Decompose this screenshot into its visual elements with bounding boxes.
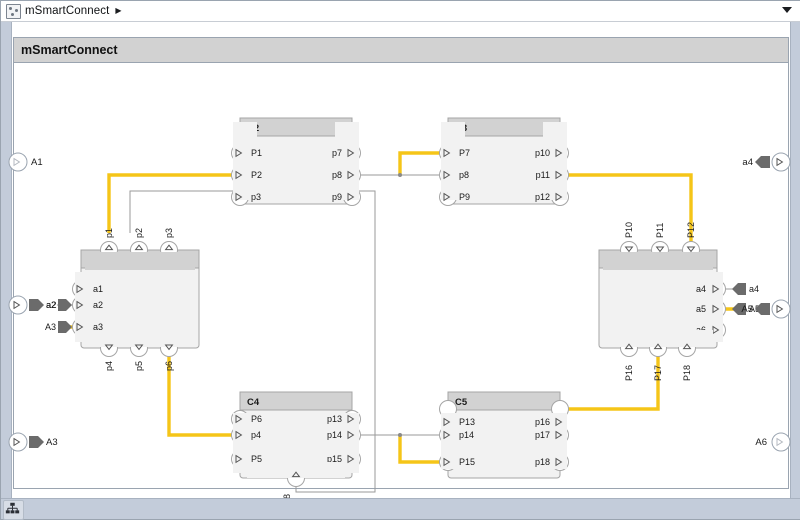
block-C5-label: C5 [455, 397, 468, 408]
connector-arrow-c6-a5[interactable] [732, 303, 746, 315]
connector-label-c6-a5: A5 [749, 304, 760, 314]
port-label-C1-p6: p6 [164, 361, 174, 371]
wire-c2p9-c4bottom[interactable] [295, 190, 376, 493]
wire-c1p1-c2P2[interactable] [107, 173, 240, 233]
edge-port-A3[interactable] [8, 432, 28, 452]
system-title-label: mSmartConnect [21, 43, 118, 57]
wire-c3p11-c6P12[interactable] [560, 173, 693, 250]
edge-connector-arrow-A5[interactable] [755, 303, 770, 315]
connector-label-c6-a4: a4 [749, 284, 759, 294]
wire-c2p8-c3P7[interactable] [398, 151, 448, 175]
block-C5[interactable]: C5 P13 p14 P15 p16 p17 p [439, 391, 569, 479]
port-label-C1-a1: a1 [93, 284, 103, 294]
right-port-gutter [790, 22, 800, 499]
port-label-C6-a5: a5 [696, 304, 706, 314]
port-label-C2-p3: p3 [251, 192, 261, 202]
edge-port-A3-label: A3 [46, 437, 58, 448]
port-label-C3-p8: p8 [459, 170, 469, 180]
wire-c1p6-c4p4[interactable] [167, 348, 240, 437]
port-label-C6-P10: P10 [624, 222, 634, 238]
breadcrumb-separator-icon: ▶ [115, 6, 122, 15]
edge-port-A5[interactable] [771, 299, 791, 319]
port-label-C2-p9: p9 [332, 192, 342, 202]
wire-junction [398, 173, 402, 177]
port-label-C1-p4: p4 [104, 361, 114, 371]
port-label-C1-a2: a2 [93, 300, 103, 310]
edge-connector-arrow-A3[interactable] [29, 436, 44, 448]
wire-c5p16-c6P17[interactable] [560, 348, 660, 411]
chevron-down-icon[interactable] [782, 7, 792, 13]
block-C6[interactable]: C6 P10 P11 P12 a4 [598, 222, 726, 381]
port-label-C4-p8: p8 [282, 494, 292, 499]
block-diagram: C2 P1 P2 p3 p7 [8, 117, 791, 499]
connector-label-c1-a2: a2 [46, 300, 56, 310]
port-label-C2-p8: p8 [332, 170, 342, 180]
port-label-C6-P18: P18 [682, 365, 692, 381]
system-header: mSmartConnect [14, 38, 788, 63]
wire-c1p2-c2p3[interactable] [129, 190, 240, 233]
edge-port-A1-label: A1 [31, 157, 43, 168]
port-label-C2-P2: P2 [251, 170, 262, 180]
port-label-C1-p5: p5 [134, 361, 144, 371]
port-label-C3-p10: p10 [535, 148, 550, 158]
port-label-C1-p2: p2 [134, 228, 144, 238]
edge-ports: A1 a2 A3 a4 A5 [8, 152, 791, 452]
connector-label-c1-a3: A3 [45, 322, 56, 332]
connector-arrow-c6-a4[interactable] [732, 283, 746, 295]
subsystem-icon [6, 3, 21, 19]
port-label-C1-a3: a3 [93, 322, 103, 332]
block-C2[interactable]: C2 P1 P2 p3 p7 [231, 117, 361, 206]
port-label-C4-p14: p14 [327, 430, 342, 440]
port-label-C6-P11: P11 [655, 223, 665, 238]
port-label-C4-p13: p13 [327, 414, 342, 424]
left-port-gutter [1, 22, 12, 499]
diagram-canvas[interactable]: mSmartConnect [1, 22, 800, 499]
port-label-C6-P12: P12 [686, 222, 696, 238]
port-label-C4-p15: p15 [327, 454, 342, 464]
port-label-C3-p11: p11 [536, 170, 550, 180]
block-C4[interactable]: C4 P6 p4 P5 p13 p14 p15 [231, 391, 361, 499]
wire-junction [398, 433, 402, 437]
port-label-C5-p17: p17 [535, 430, 550, 440]
port-label-C1-p3: p3 [164, 228, 174, 238]
edge-port-a4[interactable] [771, 152, 791, 172]
port-label-C4-P6: P6 [251, 414, 262, 424]
port-label-C5-p16: p16 [535, 417, 550, 427]
breadcrumb: mSmartConnect ▶ [1, 1, 800, 22]
edge-port-A6-label: A6 [755, 437, 767, 448]
port-label-C2-P1: P1 [251, 148, 262, 158]
wire-c4p14-c5P15[interactable] [398, 435, 448, 464]
port-label-C6-P17: P17 [653, 365, 663, 381]
edge-port-A5-label: A5 [741, 304, 753, 315]
block-C4-label: C4 [247, 397, 260, 408]
edge-port-A1[interactable] [8, 152, 28, 172]
block-C1[interactable]: C1 p1 p2 p3 a1 [72, 228, 200, 371]
port-label-C3-p12: p12 [535, 192, 550, 202]
edge-connector-arrow-a2[interactable] [29, 299, 44, 311]
port-label-C1-p1: p1 [104, 228, 114, 238]
edge-port-a2-label: a2 [46, 300, 57, 311]
port-label-C5-P13: P13 [459, 417, 475, 427]
connector-arrow-c1-a3[interactable] [58, 321, 72, 333]
port-label-C6-P16: P16 [624, 365, 634, 381]
port-label-C3-P7: P7 [459, 148, 470, 158]
port-label-C5-P15: P15 [459, 457, 475, 467]
port-label-C5-p14: p14 [459, 430, 474, 440]
edge-port-a4-label: a4 [742, 157, 753, 168]
breadcrumb-label[interactable]: mSmartConnect [25, 5, 110, 17]
port-label-C6-a4: a4 [696, 284, 706, 294]
block-C3[interactable]: C3 P7 p8 P9 p10 p11 p12 [439, 117, 569, 206]
port-label-C4-p4: p4 [251, 430, 261, 440]
port-label-C3-P9: P9 [459, 192, 470, 202]
edge-port-a2[interactable] [8, 295, 28, 315]
connector-tags: a2 A3 a4 A5 [45, 283, 760, 333]
edge-connector-arrow-a4[interactable] [755, 156, 770, 168]
port-label-C5-p18: p18 [535, 457, 550, 467]
status-bar [1, 498, 800, 520]
port-label-C4-P5: P5 [251, 454, 262, 464]
hierarchy-icon[interactable] [3, 500, 24, 520]
connector-arrow-c1-a2[interactable] [58, 299, 72, 311]
edge-port-A6[interactable] [771, 432, 791, 452]
port-label-C2-p7: p7 [332, 148, 342, 158]
